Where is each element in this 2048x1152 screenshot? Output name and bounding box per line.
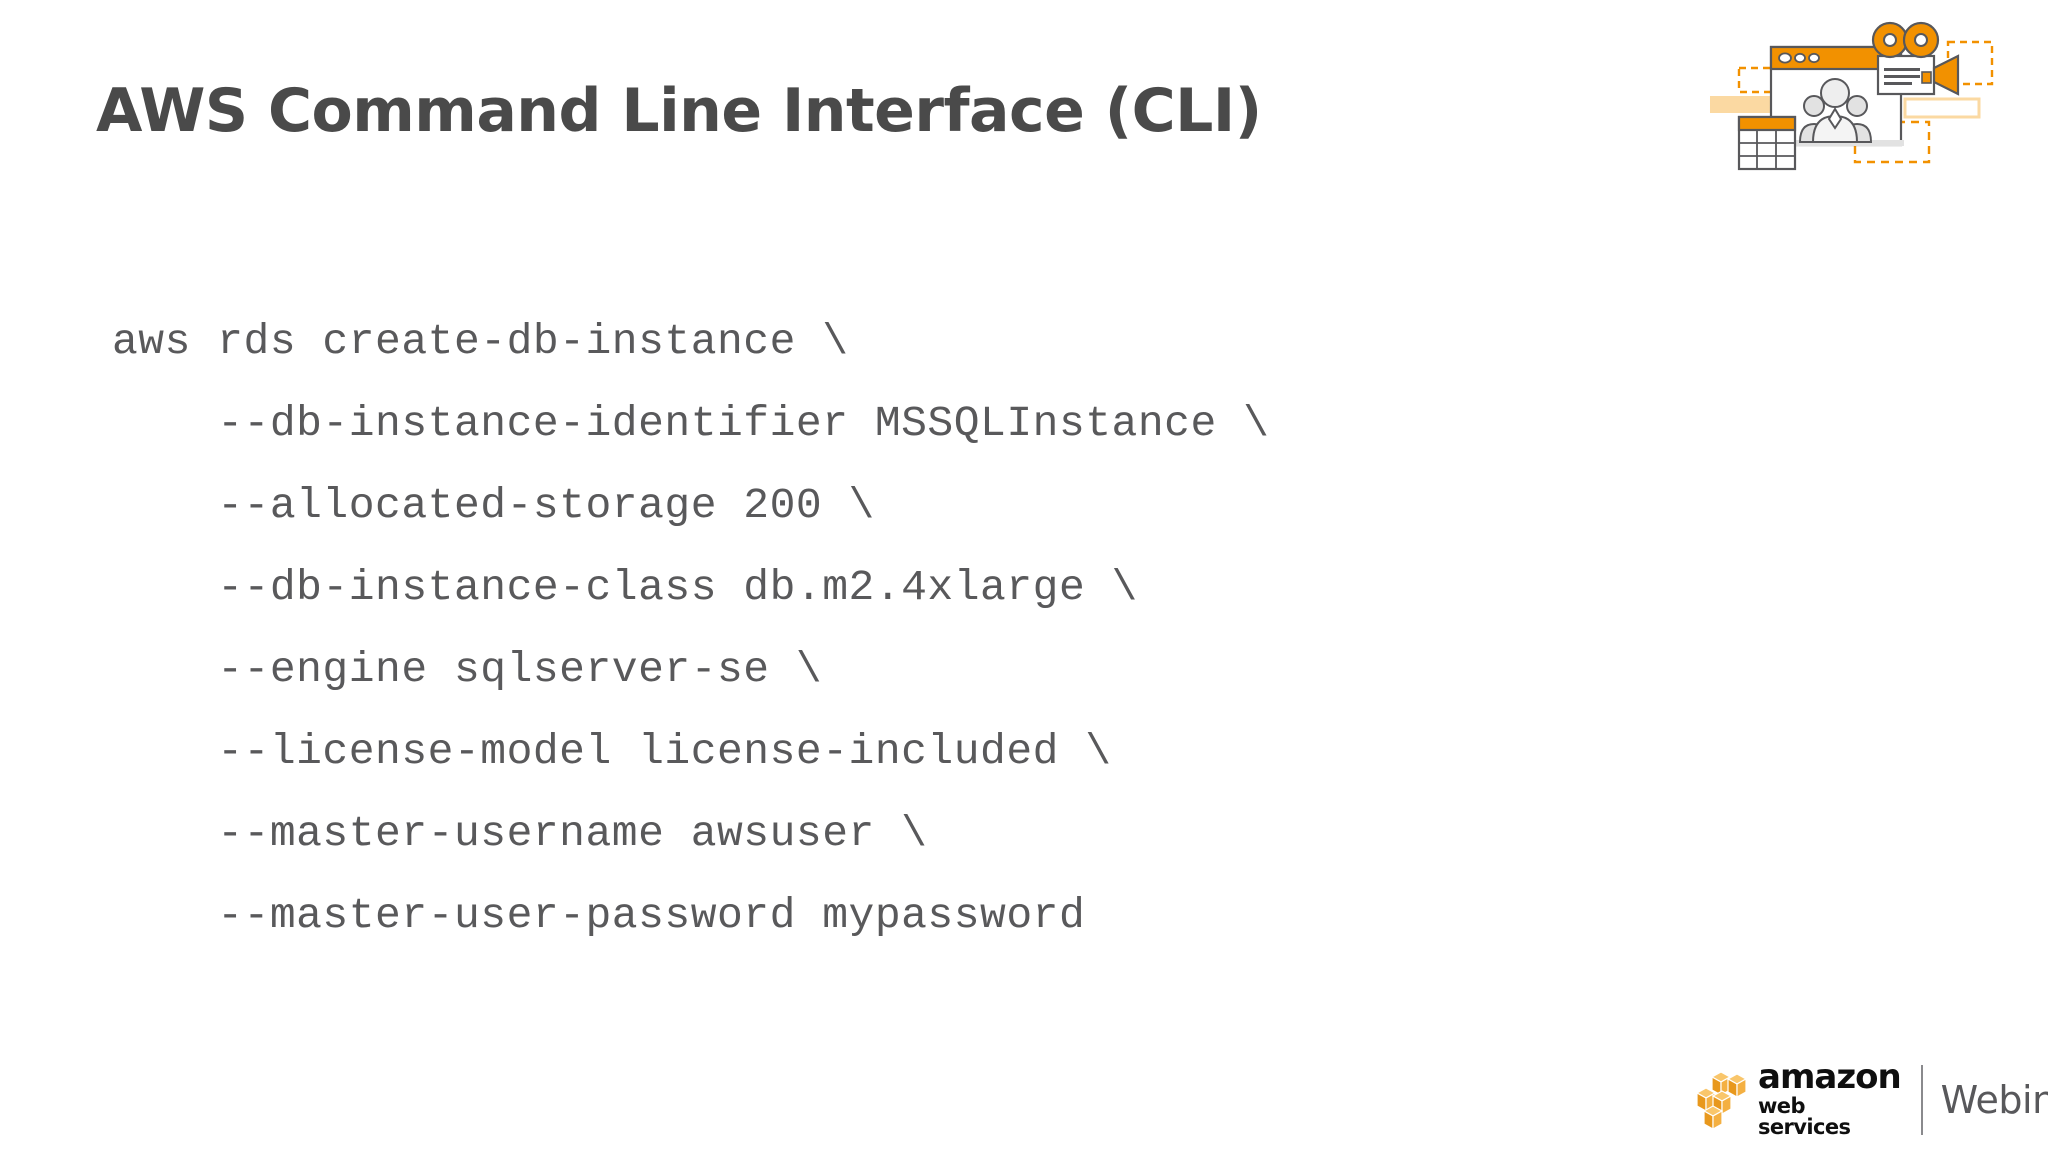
dashed-rectangle-accent-left — [1737, 66, 1775, 94]
movie-camera-icon — [1871, 21, 1960, 96]
cli-command: aws rds create-db-instance \ --db-instan… — [112, 301, 1269, 957]
people-group-icon — [1798, 78, 1873, 143]
code-line-2: --db-instance-identifier MSSQLInstance \ — [112, 399, 1270, 448]
amazon-text: amazon — [1758, 1057, 1902, 1097]
cli-code-block: aws rds create-db-instance \ --db-instan… — [112, 301, 1269, 957]
aws-cubes-icon — [1694, 1069, 1752, 1131]
code-line-7: --master-username awsuser \ — [112, 809, 928, 858]
amazon-wordmark: amazon web services — [1758, 1057, 1902, 1140]
web-services-text: web services — [1758, 1094, 1851, 1139]
logo-divider — [1920, 1065, 1923, 1135]
page-title: AWS Command Line Interface (CLI) — [96, 76, 1262, 147]
solid-bar-accent-left — [1710, 96, 1770, 113]
code-line-1: aws rds create-db-instance \ — [112, 317, 849, 366]
code-line-6: --license-model license-included \ — [112, 727, 1112, 776]
solid-bar-accent-right — [1903, 97, 1981, 119]
webinars-text: Webinars — [1940, 1078, 2048, 1122]
code-line-8: --master-user-password mypassword — [112, 891, 1086, 940]
code-line-3: --allocated-storage 200 \ — [112, 481, 875, 530]
code-line-5: --engine sqlserver-se \ — [112, 645, 823, 694]
aws-logo: amazon web services — [1694, 1057, 1902, 1140]
aws-webinars-logo: amazon web services Webinars — [1694, 1052, 2048, 1148]
spreadsheet-grid-icon — [1737, 115, 1797, 171]
webinar-illustration — [1700, 14, 2000, 204]
code-line-4: --db-instance-class db.m2.4xlarge \ — [112, 563, 1138, 612]
